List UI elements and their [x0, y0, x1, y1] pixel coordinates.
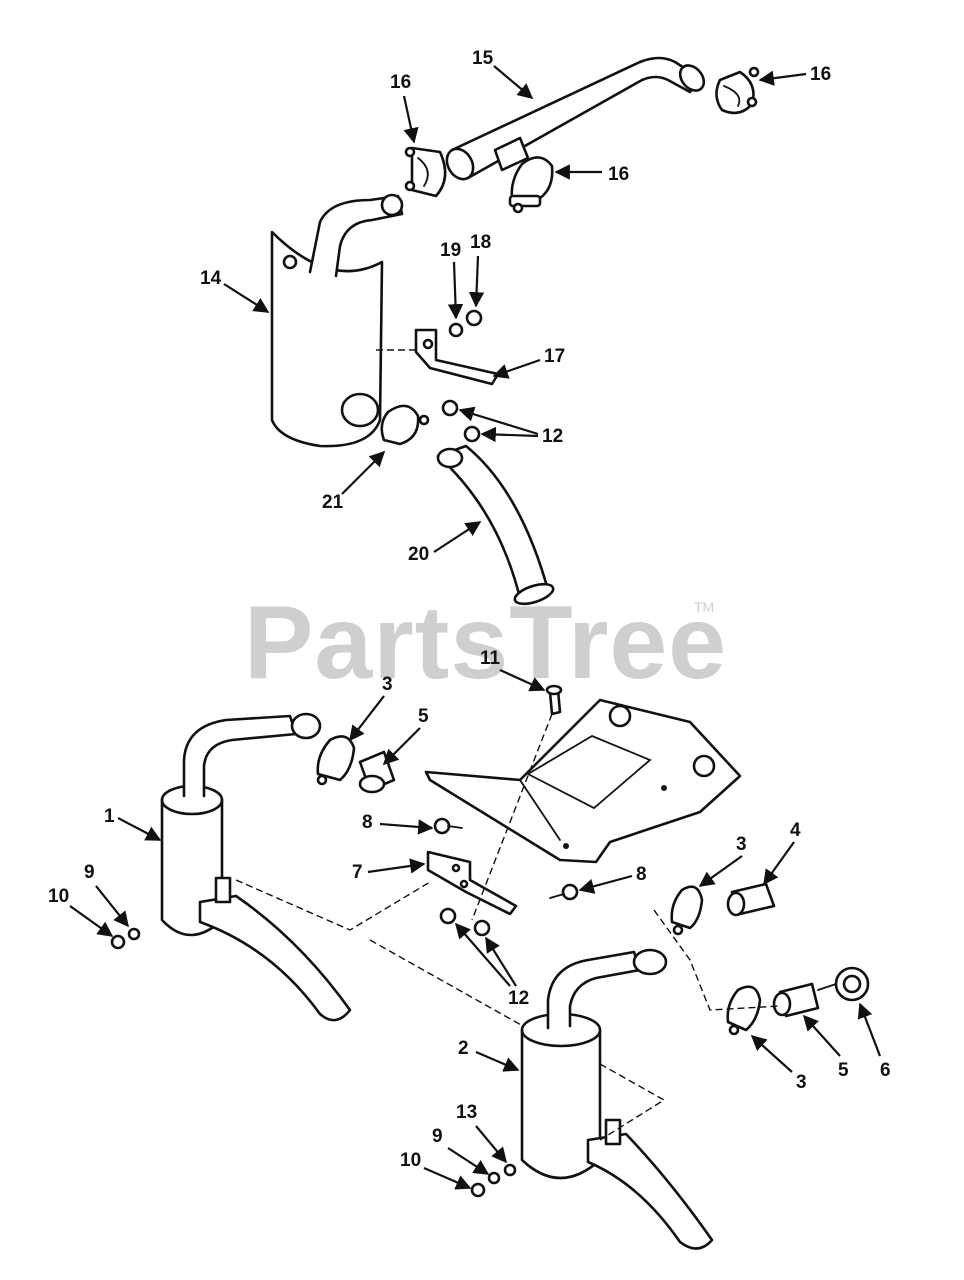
- callout-15: 15: [472, 48, 494, 69]
- part-10-nut-a[interactable]: [110, 934, 126, 950]
- callout-9-left: 9: [84, 862, 95, 883]
- callout-9-right: 9: [432, 1126, 443, 1147]
- watermark: PartsTree: [244, 585, 727, 701]
- part-15-exhaust-pipe[interactable]: [442, 56, 709, 184]
- callout-13: 13: [456, 1102, 477, 1123]
- part-5-adapter-b[interactable]: [772, 982, 820, 1018]
- callout-16-left: 16: [390, 72, 411, 93]
- callout-14: 14: [200, 268, 222, 289]
- part-12-nut-upper-b[interactable]: [463, 425, 481, 443]
- part-12-nut-lower-a[interactable]: [439, 907, 457, 925]
- callouts: 16 15 16 16 14 19 18 17 12 21 20 11: [48, 48, 891, 1190]
- callout-6: 6: [880, 1060, 891, 1081]
- part-1-muffler-left[interactable]: [160, 712, 352, 1022]
- part-18-nut[interactable]: [465, 309, 483, 327]
- part-8-bolt-a[interactable]: [433, 817, 463, 835]
- callout-12-upper: 12: [542, 426, 563, 447]
- part-12-nut-lower-b[interactable]: [473, 919, 491, 937]
- part-2-muffler-right[interactable]: [520, 948, 714, 1250]
- callout-3-right-top: 3: [736, 834, 747, 855]
- callout-16-right: 16: [810, 64, 831, 85]
- callout-21: 21: [322, 492, 344, 513]
- part-10-nut-b[interactable]: [470, 1182, 486, 1198]
- callout-12-lower: 12: [508, 988, 529, 1009]
- callout-2: 2: [458, 1038, 469, 1059]
- callout-10-left: 10: [48, 886, 69, 907]
- part-17-bracket[interactable]: [414, 328, 500, 386]
- part-3-clamp-a[interactable]: [316, 735, 356, 786]
- part-4-adapter[interactable]: [726, 882, 776, 917]
- part-14-muffler-guard[interactable]: [270, 193, 404, 448]
- part-8-bolt-b[interactable]: [549, 883, 579, 901]
- part-6-fitting[interactable]: [817, 966, 870, 1002]
- part-21-clamp[interactable]: [380, 404, 430, 446]
- callout-8-left: 8: [362, 812, 373, 833]
- part-19-washer[interactable]: [448, 322, 464, 338]
- part-3-clamp-b[interactable]: [670, 885, 704, 936]
- part-16-clamp-right[interactable]: [715, 66, 760, 115]
- watermark-tm: TM: [694, 599, 714, 615]
- part-3-clamp-c[interactable]: [726, 985, 762, 1036]
- part-9-washer-a[interactable]: [127, 927, 141, 941]
- callout-3-upper: 3: [382, 674, 393, 695]
- part-9-washer-b[interactable]: [487, 1171, 501, 1185]
- callout-17: 17: [544, 346, 565, 367]
- callout-4: 4: [790, 820, 801, 841]
- part-13-lockwasher[interactable]: [503, 1163, 517, 1177]
- part-12-nut-upper-a[interactable]: [441, 399, 459, 417]
- part-11-bolt[interactable]: [545, 684, 563, 716]
- callout-11: 11: [480, 648, 501, 669]
- callout-8-right: 8: [636, 864, 647, 885]
- callout-5-upper: 5: [418, 706, 429, 727]
- part-16-clamp-left[interactable]: [404, 146, 447, 198]
- callout-18: 18: [470, 232, 491, 253]
- callout-3-right-bottom: 3: [796, 1072, 807, 1093]
- mounting-plate: [424, 698, 742, 864]
- part-16-clamp-middle[interactable]: [508, 156, 554, 214]
- part-7-bracket[interactable]: [426, 850, 518, 916]
- callout-20: 20: [408, 544, 429, 565]
- callout-10-right: 10: [400, 1150, 421, 1171]
- callout-19: 19: [440, 240, 461, 261]
- callout-1: 1: [104, 806, 115, 827]
- part-20-tail-pipe[interactable]: [436, 444, 555, 608]
- callout-7: 7: [352, 862, 363, 883]
- callout-16-middle: 16: [608, 164, 629, 185]
- callout-5-lower: 5: [838, 1060, 849, 1081]
